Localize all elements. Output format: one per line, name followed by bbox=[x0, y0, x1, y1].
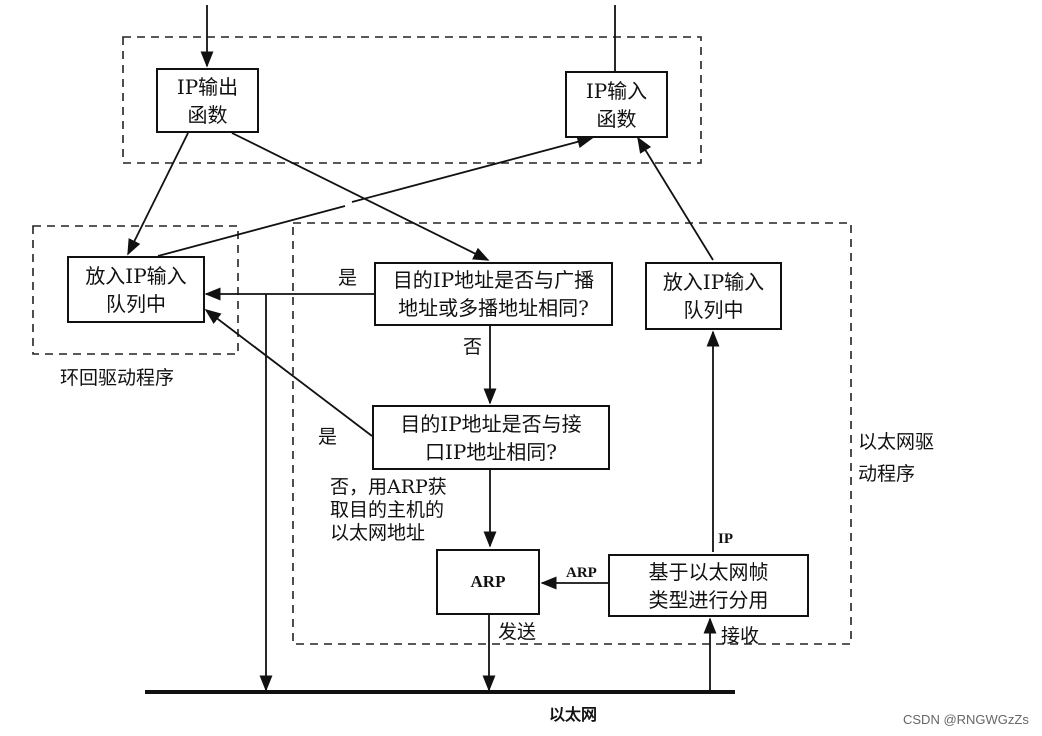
no-use-arp-label: 否，用ARP获 取目的主机的 以太网地址 bbox=[330, 476, 447, 544]
loopback-queue-box: 放入IP输入 队列中 bbox=[67, 256, 205, 323]
ip-layer-dashed-region bbox=[122, 36, 702, 164]
loopback-dashed-region bbox=[32, 225, 239, 355]
ethernet-bus-label: 以太网 bbox=[549, 707, 598, 724]
loopback-driver-label: 环回驱动程序 bbox=[60, 367, 175, 389]
edge-loop-queue-to-ip-input-b bbox=[351, 135, 594, 203]
interface-check-box: 目的IP地址是否与接 口IP地址相同? bbox=[372, 405, 610, 470]
receive-label: 接收 bbox=[721, 625, 760, 647]
ip-edge-label: IP bbox=[718, 531, 733, 547]
csdn-watermark: CSDN @RNGWGzZs bbox=[903, 712, 1029, 727]
ip-output-function-box: IP输出 函数 bbox=[156, 68, 259, 133]
broadcast-check-box: 目的IP地址是否与广播 地址或多播地址相同? bbox=[374, 262, 613, 326]
yes-label-broadcast: 是 bbox=[338, 267, 358, 289]
arp-edge-label: ARP bbox=[566, 565, 597, 581]
no-label: 否 bbox=[463, 336, 483, 358]
arp-box: ARP bbox=[436, 549, 540, 615]
ethernet-driver-label: 以太网驱 动程序 bbox=[858, 431, 935, 485]
edge-yes2-to-loop-queue bbox=[204, 309, 373, 437]
edge-ip-output-to-check bbox=[231, 132, 490, 261]
ethernet-queue-box: 放入IP输入 队列中 bbox=[645, 262, 782, 330]
ip-input-function-box: IP输入 函数 bbox=[565, 71, 668, 138]
edge-ip-output-to-loop-queue bbox=[127, 132, 189, 256]
edge-loop-queue-to-ip-input bbox=[157, 205, 346, 257]
edge-eth-queue-to-ip-input bbox=[637, 136, 714, 261]
send-label: 发送 bbox=[498, 621, 537, 643]
yes-label-interface: 是 bbox=[318, 426, 338, 448]
frame-demux-box: 基于以太网帧 类型进行分用 bbox=[608, 554, 809, 617]
